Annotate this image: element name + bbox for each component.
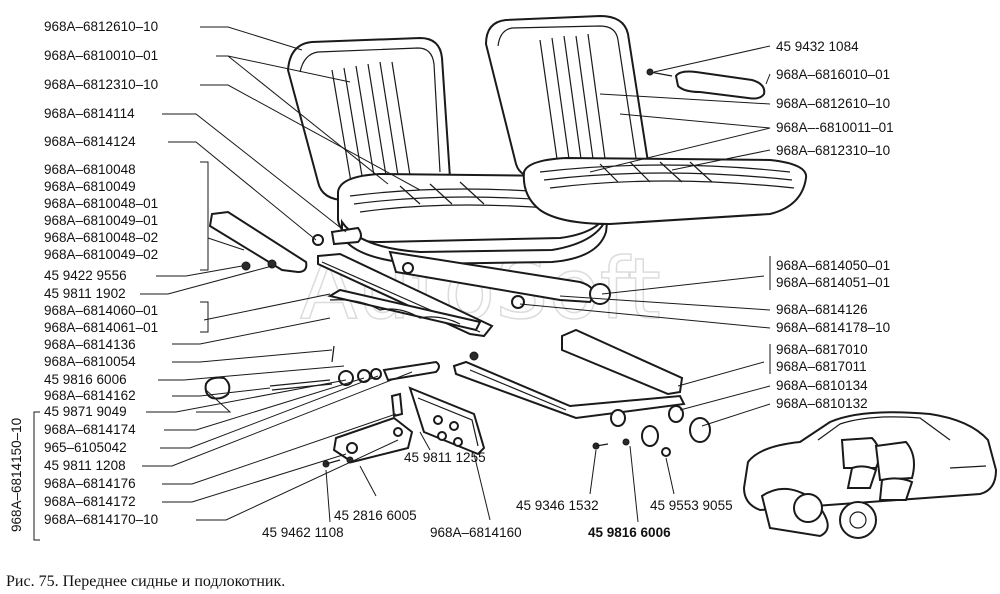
label-968a-6816010-01: 968A–6816010–01 xyxy=(776,67,890,82)
label-45-9422-9556: 45 9422 9556 xyxy=(44,268,127,283)
label-968a-6814170-10: 968A–6814170–10 xyxy=(44,512,158,527)
label-968a-6810049-02: 968A–6810049–02 xyxy=(44,247,158,262)
right-labels: 45 9432 1084 968A–6816010–01 968A–681261… xyxy=(776,39,894,411)
armrest xyxy=(646,68,766,100)
label-45-9346-1532: 45 9346 1532 xyxy=(516,498,599,513)
right-seat-back-ribs xyxy=(539,33,607,167)
bottom-labels: 45 9811 1255 45 2816 6005 45 9462 1108 9… xyxy=(262,450,733,540)
seat-frame-parts xyxy=(208,210,611,363)
adjuster-parts xyxy=(204,360,486,468)
label-968a-6817010: 968A–6817010 xyxy=(776,342,868,357)
label-968a-6810011-01: 968A–-6810011–01 xyxy=(776,120,894,135)
label-968a-6812310-10-right: 968A–6812310–10 xyxy=(776,143,890,158)
label-45-9811-1902: 45 9811 1902 xyxy=(44,286,126,301)
label-45-9816-6006: 45 9816 6006 xyxy=(44,372,127,387)
label-965-6105042: 965–6105042 xyxy=(44,440,127,455)
label-968a-6814114: 968A–6814114 xyxy=(44,106,135,121)
label-968a-6814136: 968A–6814136 xyxy=(44,337,136,352)
label-45-9811-1208: 45 9811 1208 xyxy=(44,458,126,473)
label-45-9811-1255: 45 9811 1255 xyxy=(404,450,486,465)
label-968a-6814051-01: 968A–6814051–01 xyxy=(776,275,890,290)
label-968a-6814160: 968A–6814160 xyxy=(430,525,522,540)
label-968a-6814061-01: 968A–6814061–01 xyxy=(44,320,158,335)
label-968a-6814176: 968A–6814176 xyxy=(44,476,136,491)
car-illustration xyxy=(742,411,998,539)
label-968a-6814050-01: 968A–6814050–01 xyxy=(776,258,890,273)
label-968a-6812610-10: 968A–6812610–10 xyxy=(44,19,158,34)
label-968a-6810049-01: 968A–6810049–01 xyxy=(44,213,158,228)
right-seat-cushion-ribs xyxy=(539,161,795,189)
label-968a-6814162: 968A–6814162 xyxy=(44,388,136,403)
leader-lines xyxy=(140,26,771,523)
label-968a-6812310-10: 968A–6812310–10 xyxy=(44,77,158,92)
label-45-9553-9055: 45 9553 9055 xyxy=(650,498,733,513)
label-968a-6810048: 968A–6810048 xyxy=(44,162,136,177)
label-968a-6814126: 968A–6814126 xyxy=(776,302,868,317)
label-968a-6810010-01: 968A–6810010–01 xyxy=(44,48,158,63)
seat-rails xyxy=(452,328,686,420)
bushings xyxy=(592,405,711,457)
label-968a-6812610-10-right: 968A–6812610–10 xyxy=(776,96,890,111)
label-45-9816-6006-bottom: 45 9816 6006 xyxy=(588,525,671,540)
label-968a-6810048-02: 968A–6810048–02 xyxy=(44,230,158,245)
brackets xyxy=(33,161,771,541)
label-968a-6814124: 968A–6814124 xyxy=(44,134,136,149)
label-45-9462-1108: 45 9462 1108 xyxy=(262,525,344,540)
left-labels: 968A–6812610–10 968A–6810010–01 968A–681… xyxy=(9,19,158,532)
label-968a-6814174: 968A–6814174 xyxy=(44,422,136,437)
label-968a-6814172: 968A–6814172 xyxy=(44,494,136,509)
left-seat-back-ribs xyxy=(331,61,413,189)
right-seat xyxy=(484,14,808,226)
label-45-9871-9049: 45 9871 9049 xyxy=(44,404,127,419)
label-45-2816-6005: 45 2816 6005 xyxy=(334,508,417,523)
label-968a-6810132: 968A–6810132 xyxy=(776,396,868,411)
label-45-9432-1084: 45 9432 1084 xyxy=(776,39,859,54)
label-968a-6814060-01: 968A–6814060–01 xyxy=(44,303,158,318)
label-968a-6810054: 968A–6810054 xyxy=(44,354,136,369)
figure-caption: Рис. 75. Переднее сидньe и подлокотник. xyxy=(6,573,285,590)
label-968a-6810134: 968A–6810134 xyxy=(776,378,868,393)
label-968a-6810048-01: 968A–6810048–01 xyxy=(44,196,158,211)
label-968a-6817011: 968A–6817011 xyxy=(776,359,867,374)
label-968a-6814150-10-vertical: 968A–6814150–10 xyxy=(9,418,24,532)
label-968a-6810049: 968A–6810049 xyxy=(44,179,136,194)
label-968a-6814178-10: 968A–6814178–10 xyxy=(776,320,890,335)
